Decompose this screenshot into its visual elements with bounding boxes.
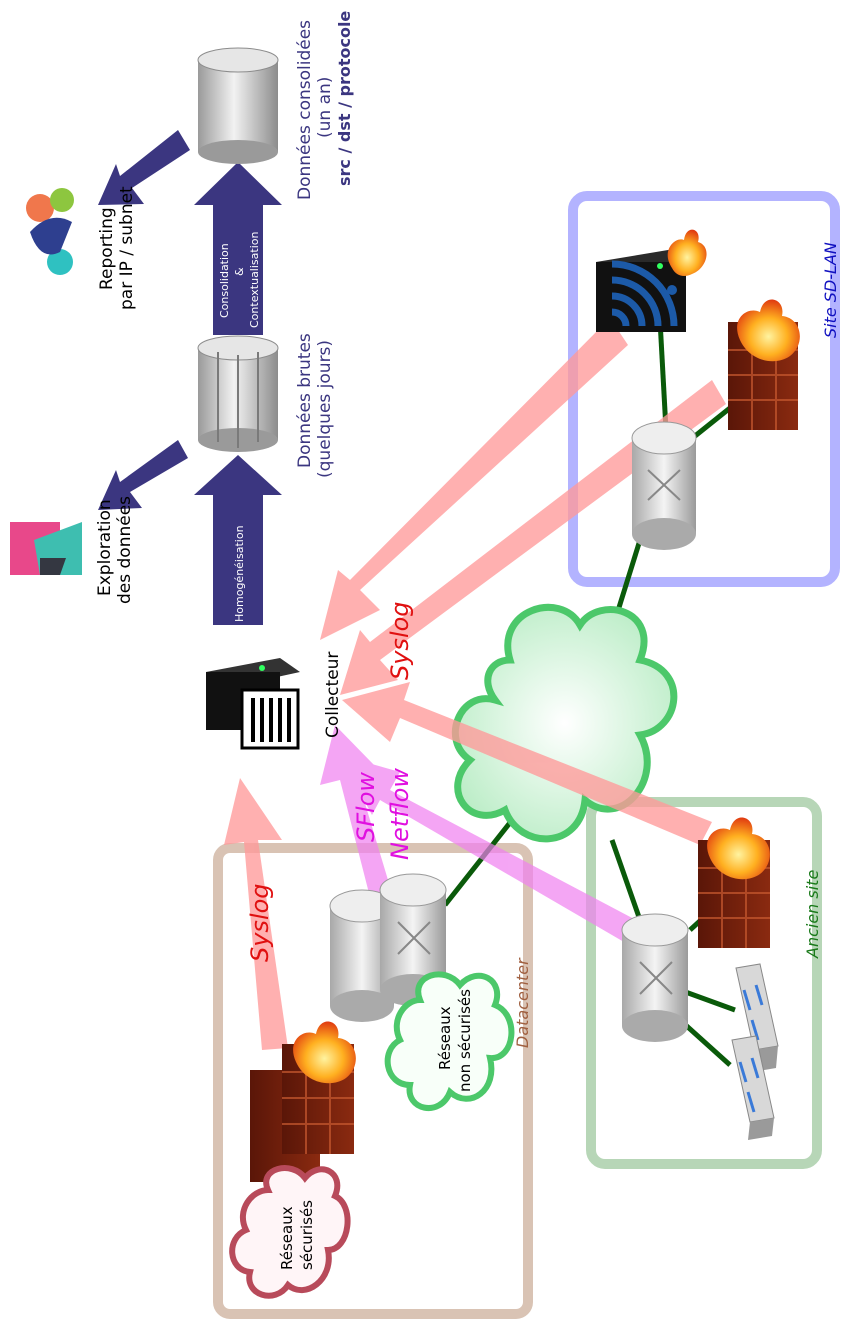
reporting-arrow	[98, 130, 190, 205]
consolidation-label-line2: &	[233, 267, 246, 276]
consolidated-database-icon	[197, 47, 279, 164]
netflow-arrow	[340, 755, 636, 942]
ancien-site-label: Ancien site	[803, 870, 822, 959]
netflow-label: Netflow	[386, 768, 414, 860]
consolidation-arrow	[194, 162, 282, 335]
pipeline-arrows	[98, 130, 282, 625]
syslog-arrow-datacenter-firewall	[224, 778, 288, 1050]
network-links	[443, 319, 742, 1067]
raw-database-icon	[197, 335, 279, 452]
kibana-logo	[10, 522, 82, 575]
datacenter-firewall-icon	[250, 1021, 356, 1182]
ancien-firewall-icon	[698, 817, 770, 948]
flow-arrows	[320, 725, 636, 942]
collector-label: Collecteur	[323, 652, 343, 738]
sdlan-firewall-icon	[728, 299, 800, 430]
datacenter-label: Datacenter	[513, 957, 532, 1048]
exploration-label-line1: Exploration	[95, 499, 115, 596]
unsecured-networks-label-line2: non sécurisés	[456, 989, 474, 1092]
homogeneisation-label: Homogénéisation	[233, 525, 246, 622]
secured-networks-label-line1: Réseaux	[278, 1206, 296, 1270]
exploration-arrow	[98, 440, 188, 510]
sflow-arrow	[320, 725, 394, 905]
unsecured-networks-cloud-icon	[384, 971, 515, 1111]
syslog-label-top: Syslog	[386, 601, 414, 680]
sflow-label: SFlow	[352, 772, 380, 842]
fire-icon	[293, 1021, 356, 1084]
dashboard-logo	[26, 188, 74, 275]
consolidation-label-line1: Consolidation	[218, 243, 231, 318]
syslog-arrow-wifi	[320, 318, 628, 640]
secured-networks-cloud-icon	[229, 1165, 351, 1299]
secured-networks-label-line2: sécurisés	[298, 1200, 316, 1270]
syslog-arrows	[224, 318, 726, 1050]
unsecured-networks-label-line1: Réseaux	[436, 1006, 454, 1070]
syslog-label-left: Syslog	[246, 883, 274, 962]
consolidation-label-line3: Contextualisation	[248, 232, 261, 328]
homogeneisation-arrow	[194, 455, 282, 625]
syslog-arrow-ancien-firewall	[342, 682, 712, 845]
syslog-arrow-sdlan-firewall	[340, 380, 726, 695]
reporting-label-line1: Reporting	[97, 207, 117, 290]
fire-icon	[667, 229, 707, 276]
raw-data-label-line2: (quelques jours)	[315, 340, 335, 478]
raw-data-label-line1: Données brutes	[295, 333, 315, 468]
sdlan-router-icon	[631, 421, 697, 550]
ancien-site-frame	[586, 797, 822, 1169]
wifi-access-point-icon	[596, 229, 707, 332]
consolidated-data-label-line2: (un an)	[315, 77, 335, 138]
switch-icon-2	[731, 1035, 775, 1140]
fire-icon	[737, 299, 800, 362]
exploration-label-line2: des données	[115, 496, 135, 604]
consolidated-data-label-line3: src / dst / protocole	[335, 11, 354, 186]
collector-server-icon	[206, 658, 300, 750]
ancien-router-icon	[621, 913, 689, 1042]
consolidated-data-label-line1: Données consolidées	[295, 20, 315, 200]
reporting-label-line2: par IP / subnet	[117, 186, 137, 310]
site-sdlan-label: Site SD-LAN	[821, 242, 840, 338]
fire-icon	[707, 817, 770, 880]
